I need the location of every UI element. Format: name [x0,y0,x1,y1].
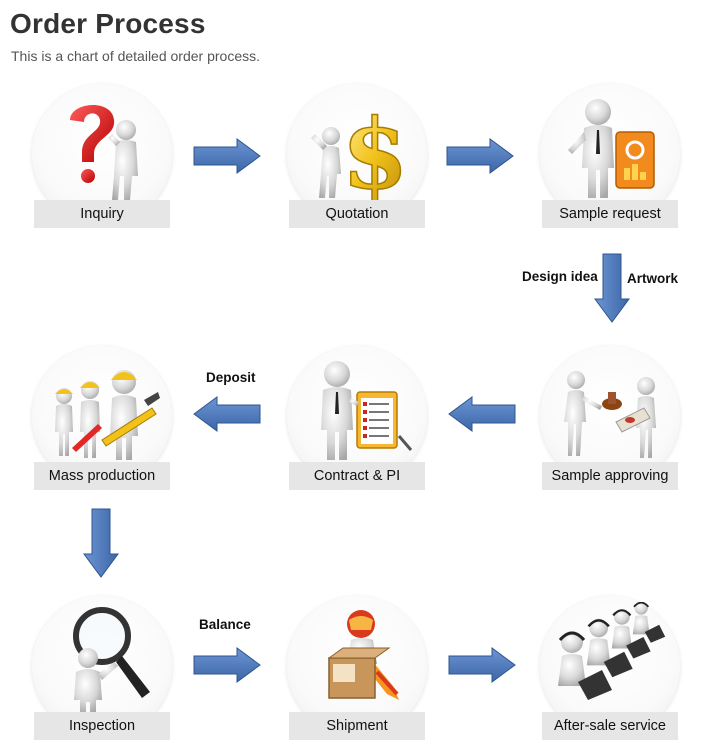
step-label: Quotation [289,200,425,228]
step-label: Inspection [34,712,170,740]
headset-laptop-icon [558,602,666,700]
arrow-right-1 [193,138,261,174]
sample-board-icon [568,99,655,198]
step-shipment: Shipment [287,596,427,746]
step-inquiry: Inquiry [32,84,172,234]
workers-tools-icon [55,370,160,460]
step-label: Inquiry [34,200,170,228]
stamp-approval-icon [564,371,656,458]
step-sample-approving: Sample approving [540,346,680,496]
step-label: Sample approving [542,462,678,490]
svg-text:$: $ [342,98,409,202]
page-title: Order Process [10,8,206,39]
arrow-right-4 [448,647,516,683]
step-after-sale-service: After-sale service [540,596,680,746]
magnifier-icon [73,607,150,712]
question-mark-icon [70,104,138,200]
flow-label-balance: Balance [199,617,251,632]
step-inspection: Inspection [32,596,172,746]
clipboard-checklist-icon [321,361,413,460]
flow-label-design-idea: Design idea [522,269,598,284]
arrow-down-1 [594,253,630,323]
step-sample-request: Sample request [540,84,680,234]
step-contract-pi: Contract & PI [287,346,427,496]
arrow-right-3 [193,647,261,683]
step-mass-production: Mass production [32,346,172,496]
flow-label-deposit: Deposit [206,370,256,385]
page-subtitle: This is a chart of detailed order proces… [11,48,261,64]
flow-label-artwork: Artwork [627,271,679,286]
dollar-sign-icon: $ [311,97,409,202]
step-label: Mass production [34,462,170,490]
step-label: Contract & PI [289,462,425,490]
delivery-box-icon [327,610,399,700]
step-quotation: $ Quotation [287,84,427,234]
arrow-left-2 [448,396,516,432]
arrow-right-2 [446,138,514,174]
step-label: Shipment [289,712,425,740]
arrow-left-1 [193,396,261,432]
arrow-down-2 [83,508,119,578]
step-label: After-sale service [542,712,678,740]
step-label: Sample request [542,200,678,228]
